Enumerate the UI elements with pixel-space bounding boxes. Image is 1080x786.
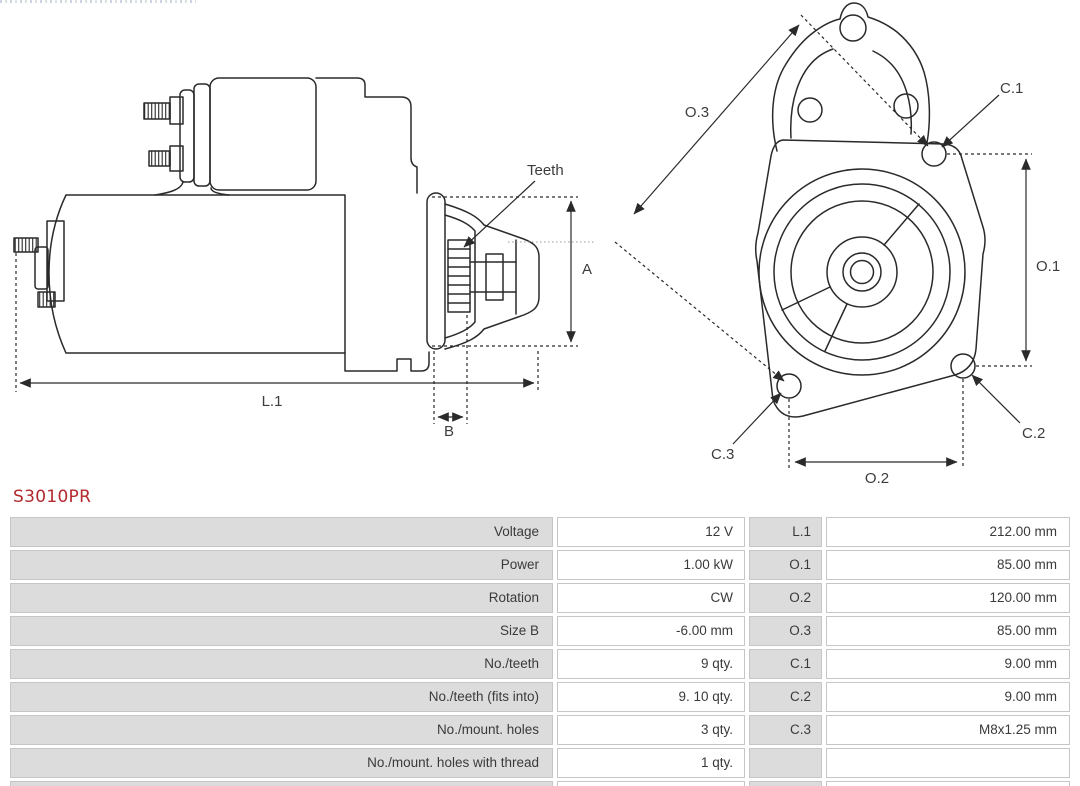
table-row: Voltage 12 V L.1 212.00 mm <box>10 517 1074 547</box>
dim-value-cell: 85.00 mm <box>826 550 1070 580</box>
dim-label-cell: C.2 <box>749 682 822 712</box>
spec-label-cell: Voltage <box>10 517 553 547</box>
dim-label-cell: C.3 <box>749 715 822 745</box>
dim-label-l1: L.1 <box>262 393 283 410</box>
dim-label-cell: C.1 <box>749 649 822 679</box>
starter-technical-drawing: Teeth A L.1 B O.3 C.1 O.1 C.2 C.3 O.2 <box>13 2 1060 487</box>
spec-value-cell: -6.00 mm <box>557 616 745 646</box>
dim-value-cell <box>826 748 1070 778</box>
teeth-leader-arrow <box>463 180 536 248</box>
table-row: Rotation CW O.2 120.00 mm <box>10 583 1074 613</box>
spec-label-cell: No./teeth (fits into) <box>10 682 553 712</box>
dim-label-o1: O.1 <box>1036 258 1060 275</box>
part-number: S3010PR <box>13 487 92 507</box>
spec-label-cell: Size B <box>10 616 553 646</box>
dim-label-cell: O.3 <box>749 616 822 646</box>
front-view-dimensions <box>614 14 1032 468</box>
table-row: Power 1.00 kW O.1 85.00 mm <box>10 550 1074 580</box>
c3-leader-arrow <box>732 392 782 445</box>
dim-value-cell: 120.00 mm <box>826 583 1070 613</box>
spec-value-cell: 1 qty. <box>557 748 745 778</box>
dim-value-cell: 85.00 mm <box>826 616 1070 646</box>
spec-value-cell: CW <box>557 583 745 613</box>
dim-label-cell: O.1 <box>749 550 822 580</box>
dim-value-cell: M8x1.25 mm <box>826 715 1070 745</box>
spec-table: Voltage 12 V L.1 212.00 mm Power 1.00 kW… <box>10 517 1074 786</box>
front-view-outline <box>754 2 986 418</box>
dim-value-cell: 9.00 mm <box>826 682 1070 712</box>
spec-value-cell: 9 qty. <box>557 649 745 679</box>
table-row: No./teeth (fits into) 9. 10 qty. C.2 9.0… <box>10 682 1074 712</box>
dim-label-a: A <box>582 261 592 278</box>
table-row: No./teeth 9 qty. C.1 9.00 mm <box>10 649 1074 679</box>
dim-label-cell: L.1 <box>749 517 822 547</box>
spec-label-cell: Rotation <box>10 583 553 613</box>
table-row: Size B -6.00 mm O.3 85.00 mm <box>10 616 1074 646</box>
dim-label-c1: C.1 <box>1000 80 1023 97</box>
table-row: No./mount. holes 3 qty. C.3 M8x1.25 mm <box>10 715 1074 745</box>
dim-label-o3: O.3 <box>685 104 709 121</box>
cropped-logo-strip <box>0 0 196 3</box>
dim-value-cell: 212.00 mm <box>826 517 1070 547</box>
dim-label-cell <box>749 748 822 778</box>
c2-leader-arrow <box>971 374 1021 424</box>
dim-line-o3 <box>633 24 800 215</box>
dim-label-teeth: Teeth <box>527 162 564 179</box>
spec-value-cell: 1.00 kW <box>557 550 745 580</box>
spec-value-cell: 3 qty. <box>557 715 745 745</box>
c1-leader-arrow <box>941 94 1000 148</box>
side-view-dimensions <box>15 180 596 424</box>
spec-value-cell: 9. 10 qty. <box>557 682 745 712</box>
dim-value-cell: 9.00 mm <box>826 649 1070 679</box>
spec-label-cell: No./mount. holes <box>10 715 553 745</box>
dim-label-c2: C.2 <box>1022 425 1045 442</box>
table-row: No./mount. holes with thread 1 qty. <box>10 748 1074 778</box>
dim-label-b: B <box>444 423 454 440</box>
spec-value-cell: 12 V <box>557 517 745 547</box>
dim-label-c3: C.3 <box>711 446 734 463</box>
spec-label-cell: No./mount. holes with thread <box>10 748 553 778</box>
spec-label-cell: Power <box>10 550 553 580</box>
dim-label-o2: O.2 <box>865 470 889 487</box>
spec-label-cell: No./teeth <box>10 649 553 679</box>
dim-label-cell: O.2 <box>749 583 822 613</box>
side-view-outline <box>13 77 540 372</box>
table-row-clipped <box>10 781 1074 786</box>
